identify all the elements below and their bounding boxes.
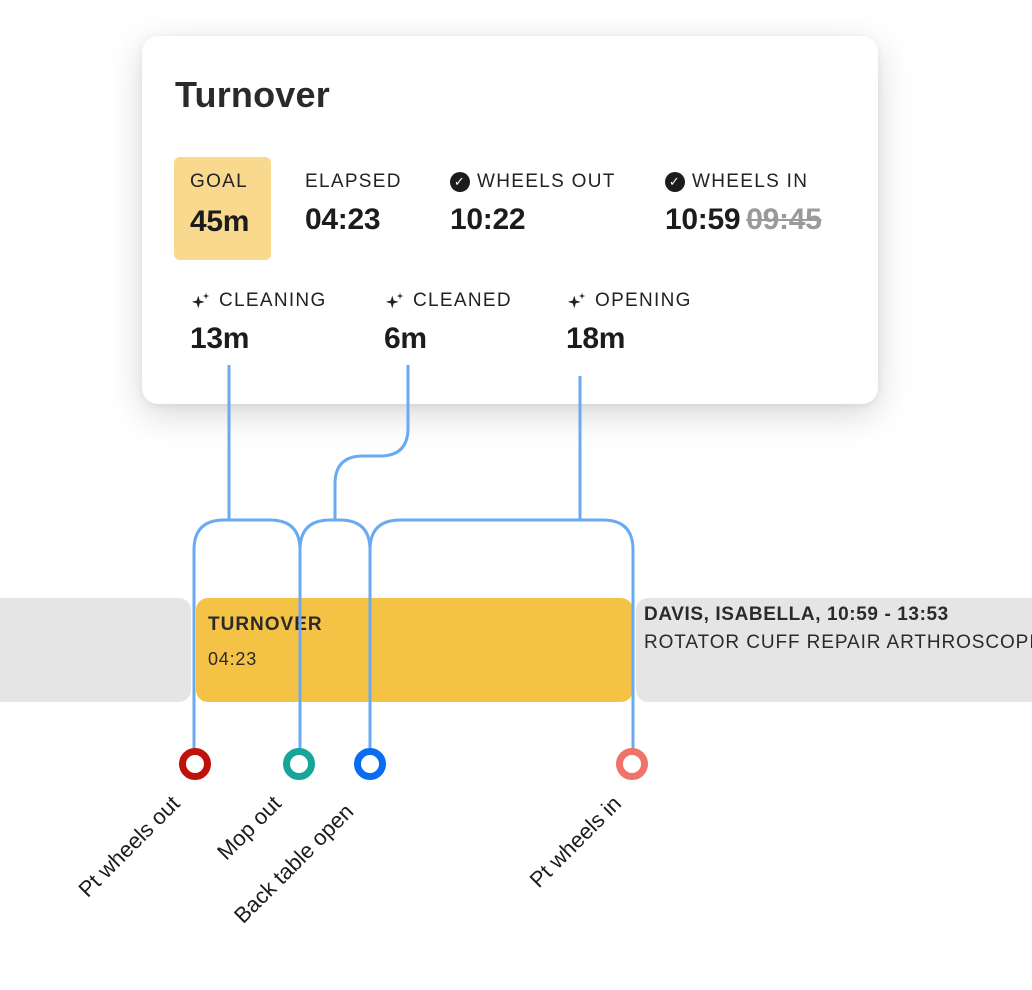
wheels-out-value: 10:22	[450, 203, 526, 236]
card-title: Turnover	[175, 74, 330, 115]
next-case-block[interactable]: DAVIS, ISABELLA, 10:59 - 13:53 ROTATOR C…	[636, 598, 1032, 702]
elapsed-value: 04:23	[305, 203, 381, 236]
cleaning-bracket	[192, 518, 302, 750]
cleaned-label: CLEANED	[413, 290, 512, 311]
sparkle-icon	[567, 292, 586, 309]
goal-metric: GOAL 45m	[174, 157, 271, 260]
turnover-block-title: TURNOVER	[208, 614, 323, 635]
next-case-title: DAVIS, ISABELLA, 10:59 - 13:53	[644, 604, 949, 625]
sparkle-icon	[191, 292, 210, 309]
event-marker-mop-out	[283, 748, 315, 780]
check-circle-icon: ✓	[665, 172, 685, 192]
check-circle-icon: ✓	[450, 172, 470, 192]
goal-value: 45m	[190, 205, 250, 238]
cleaning-value: 13m	[190, 322, 250, 355]
elapsed-metric: ELAPSED 04:23	[305, 171, 402, 237]
event-marker-pt-wheels-in	[616, 748, 648, 780]
opening-bracket	[368, 518, 635, 750]
cleaned-value: 6m	[384, 322, 427, 355]
goal-label: GOAL	[190, 171, 248, 192]
opening-metric: OPENING 18m	[566, 290, 692, 356]
turnover-card: Turnover GOAL 45m ELAPSED 04:23 ✓ WHEELS…	[142, 36, 878, 404]
wheels-out-metric: ✓ WHEELS OUT 10:22	[450, 171, 616, 237]
wheels-in-previous-value: 09:45	[746, 203, 822, 236]
wheels-out-label: WHEELS OUT	[477, 171, 616, 192]
next-case-procedure: ROTATOR CUFF REPAIR ARTHROSCOPIC	[644, 632, 1032, 653]
event-marker-pt-wheels-out	[179, 748, 211, 780]
wheels-in-value: 10:59	[665, 203, 741, 236]
cleaned-metric: CLEANED 6m	[384, 290, 512, 356]
event-marker-back-table-open	[354, 748, 386, 780]
cleaning-metric: CLEANING 13m	[190, 290, 327, 356]
sparkle-icon	[385, 292, 404, 309]
cleaning-label: CLEANING	[219, 290, 327, 311]
wheels-in-label: WHEELS IN	[692, 171, 809, 192]
turnover-block[interactable]: TURNOVER 04:23	[196, 598, 633, 702]
turnover-block-time: 04:23	[208, 649, 258, 669]
opening-label: OPENING	[595, 290, 692, 311]
opening-value: 18m	[566, 322, 626, 355]
previous-case-block[interactable]	[0, 598, 191, 702]
elapsed-label: ELAPSED	[305, 171, 402, 192]
cleaned-bracket	[298, 518, 372, 750]
cleaned-connector	[333, 365, 410, 520]
